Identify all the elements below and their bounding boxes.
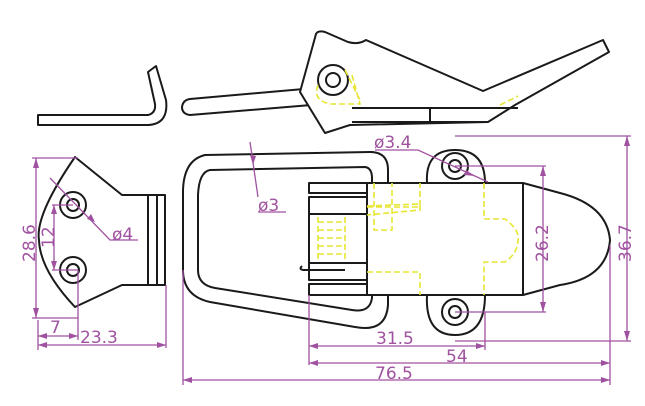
wire-loop-front-view xyxy=(182,151,389,329)
dim-plate-width: 23.3 xyxy=(80,328,118,348)
dim-wire-diameter: ø3 xyxy=(258,196,279,216)
dim-hole-spacing: 12 xyxy=(39,226,59,248)
dim-body-length: 54 xyxy=(446,347,468,367)
dim-plate-hole-diameter: ø4 xyxy=(112,225,133,245)
dim-mount-hole-diameter: ø3.4 xyxy=(374,133,411,153)
dim-overall-length: 76.5 xyxy=(375,364,413,384)
lever-side-view xyxy=(299,30,610,134)
latch-body-front-view xyxy=(299,149,611,336)
dimensions: 28.6 12 ø4 7 23.3 ø3 ø3.4 26.2 36.7 xyxy=(20,133,636,385)
dim-body-height: 36.7 xyxy=(616,224,636,262)
dim-hole-offset: 7 xyxy=(50,318,61,338)
dim-plate-height: 28.6 xyxy=(20,224,40,262)
keeper-side-view xyxy=(37,65,168,126)
dim-mount-hole-spacing: 26.2 xyxy=(533,224,553,262)
dim-body-hole-offset: 31.5 xyxy=(376,329,414,349)
